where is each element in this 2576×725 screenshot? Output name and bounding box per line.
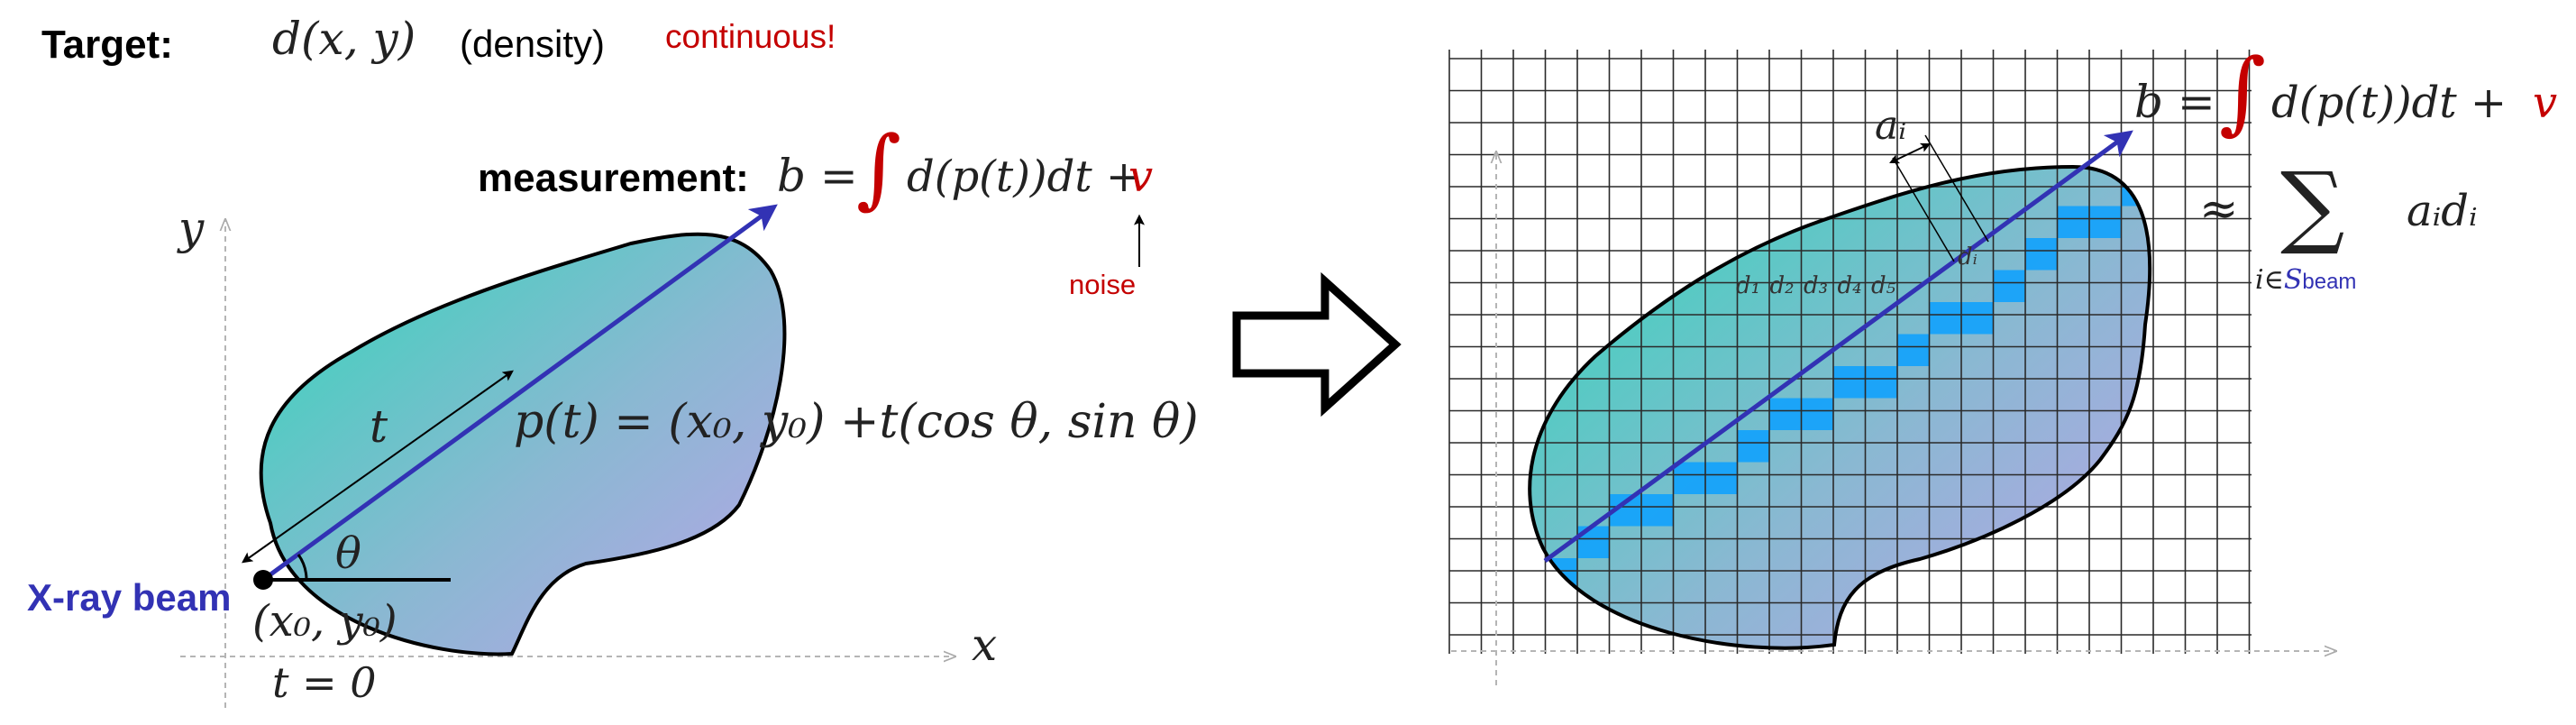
sum-term: aᵢdᵢ xyxy=(2407,186,2478,236)
density-label: (density) xyxy=(460,23,606,65)
continuous-label: continuous! xyxy=(665,18,836,55)
beam-cell xyxy=(1673,462,1705,494)
beam-cell xyxy=(1737,430,1769,463)
cell-label: d₃ xyxy=(1804,272,1829,299)
measurement-integral: ∫ xyxy=(856,117,902,218)
hollow-right-arrow-icon xyxy=(1232,271,1402,418)
xray-beam-line-right xyxy=(1543,130,2133,564)
measurement-b: b = xyxy=(777,150,858,202)
sum-index-prefix: i∈ xyxy=(2255,264,2284,296)
beam-cell xyxy=(1576,526,1609,558)
beam-cell xyxy=(1832,366,1865,399)
d-i-label: dᵢ xyxy=(1958,243,1978,271)
beam-cell xyxy=(1640,494,1673,527)
a-i-line-left xyxy=(1892,157,1955,262)
a-i-label: aᵢ xyxy=(1875,103,1907,149)
y-axis-label: y xyxy=(178,202,205,254)
sum-index-sub: beam xyxy=(2302,270,2357,294)
beam-cell xyxy=(2057,206,2089,238)
beam-cell xyxy=(1960,302,1993,335)
t0-label: t = 0 xyxy=(272,658,377,707)
target-label: Target: xyxy=(41,23,173,67)
x-axis-label: x xyxy=(972,619,998,671)
right-integrand: d(p(t))dt + xyxy=(2271,78,2507,128)
beam-cell xyxy=(2024,238,2057,271)
measurement-label: measurement: xyxy=(478,156,749,200)
xray-beam-label: X-ray beam xyxy=(27,576,232,619)
a-i-line-right xyxy=(1924,134,1989,243)
beam-cell xyxy=(2153,142,2186,175)
pixel-grid xyxy=(1448,50,2252,654)
measurement-integrand: d(p(t))dt + xyxy=(907,151,1143,202)
cell-label: d₄ xyxy=(1837,272,1862,299)
beam-cell xyxy=(1704,462,1737,494)
right-panel xyxy=(1448,50,2334,685)
cell-label: d₂ xyxy=(1769,272,1795,299)
beam-cell xyxy=(1865,366,1897,399)
cell-label: d₅ xyxy=(1871,272,1896,299)
param-formula: p(t) = (x₀, y₀) +t(cos θ, sin θ) xyxy=(514,395,1199,449)
xray-beam-line xyxy=(261,204,778,583)
right-noise-variable: v xyxy=(2533,78,2558,128)
right-integral: ∫ xyxy=(2219,39,2267,144)
beam-cell xyxy=(1929,302,1961,335)
beam-cell xyxy=(1896,334,1929,366)
left-panel xyxy=(180,204,1145,708)
target-formula: d(x, y) xyxy=(272,13,416,65)
noise-label: noise xyxy=(1069,269,1137,300)
t-label: t xyxy=(370,400,388,453)
beam-cell xyxy=(2088,206,2121,238)
sum-symbol: ∑ xyxy=(2280,152,2345,258)
approx-symbol: ≈ xyxy=(2199,182,2239,236)
sum-index: i∈Sbeam xyxy=(2255,267,2356,294)
cell-label: d₁ xyxy=(1736,272,1761,299)
theta-arc xyxy=(297,554,308,581)
noise-variable: v xyxy=(1128,151,1154,202)
beam-cell xyxy=(1801,398,1833,430)
origin-point xyxy=(253,570,273,590)
discretized-region-outline xyxy=(1528,164,2152,650)
theta-label: θ xyxy=(335,528,361,579)
beam-cell xyxy=(1768,398,1801,430)
t-length-arrow xyxy=(242,370,514,564)
origin-label: (x₀, y₀) xyxy=(252,596,397,647)
right-formula-b: b = xyxy=(2134,76,2215,128)
beam-cell xyxy=(1993,270,2025,302)
sum-index-set: S xyxy=(2283,264,2303,296)
a-i-arrow xyxy=(1889,142,1931,164)
